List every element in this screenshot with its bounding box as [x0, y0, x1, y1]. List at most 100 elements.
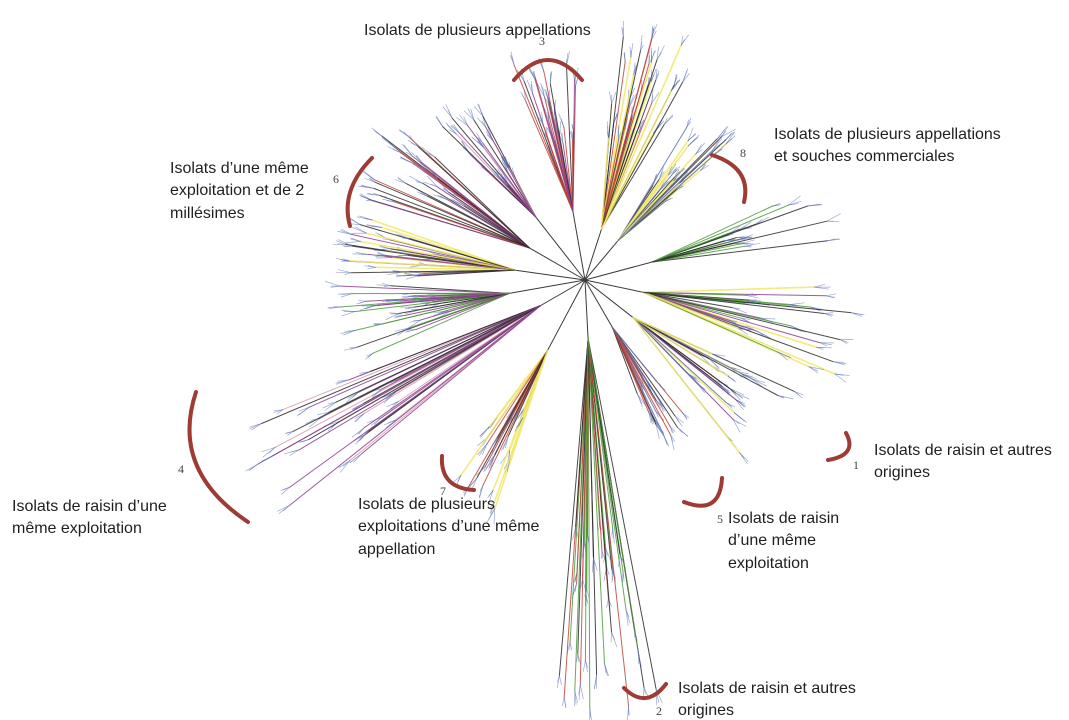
tree-branch — [513, 64, 574, 212]
tree-branch — [569, 641, 573, 651]
tree-branch — [492, 168, 501, 180]
tree-branch — [463, 116, 469, 127]
tree-branch — [609, 91, 612, 105]
tree-branch — [670, 434, 676, 442]
tree-branch — [601, 550, 606, 562]
tree-branch — [732, 419, 741, 433]
tree-branch — [617, 174, 673, 241]
tree-branch — [619, 554, 623, 562]
tree-branch — [413, 319, 421, 321]
tree-branch — [364, 178, 376, 183]
tree-branch — [456, 201, 465, 207]
tree-branch — [673, 76, 678, 86]
tree-branch — [408, 292, 510, 329]
tree-branch — [632, 317, 737, 394]
tree-branch — [576, 338, 589, 584]
tree-branch — [344, 241, 361, 244]
tree-branch — [737, 237, 745, 240]
tree-branch — [470, 108, 475, 121]
tree-branch — [357, 185, 375, 189]
tree-branch — [358, 300, 367, 302]
tree-branch — [289, 305, 542, 488]
tree-branch — [283, 449, 300, 455]
cluster-bracket — [622, 682, 668, 700]
tree-branch — [280, 486, 291, 491]
tree-branch — [728, 323, 740, 327]
tree-branch — [548, 104, 574, 212]
tree-branch — [724, 239, 736, 242]
tree-branch — [509, 55, 515, 66]
cluster-7-label: Isolats de plusieurs exploitations d’une… — [358, 496, 540, 558]
cluster-2-label: Isolats de raisin et autres origines — [678, 680, 856, 720]
tree-branch — [629, 94, 634, 107]
tree-branch — [434, 156, 530, 249]
tree-branch — [497, 350, 548, 439]
cluster-8-number: 8 — [740, 146, 746, 160]
tree-branch — [343, 346, 358, 351]
tree-branch — [682, 70, 688, 83]
tree-branch — [584, 228, 603, 281]
tree-branch — [731, 230, 739, 233]
tree-branch — [371, 200, 530, 249]
tree-branch — [456, 117, 469, 127]
tree-branch — [674, 415, 683, 427]
tree-branch — [643, 291, 820, 344]
tree-branch — [823, 312, 834, 314]
tree-branch — [814, 283, 826, 288]
tree-branch — [408, 237, 516, 271]
tree-branch — [353, 403, 364, 410]
tree-branch — [477, 117, 486, 128]
tree-branch — [673, 172, 681, 182]
tree-branch — [365, 352, 374, 360]
tree-branch — [658, 171, 665, 180]
tree-branch — [709, 358, 719, 368]
tree-branch — [262, 447, 276, 458]
tree-branch — [446, 124, 457, 135]
tree-branch — [542, 123, 574, 212]
tree-branch — [541, 129, 548, 139]
tree-branch — [405, 151, 414, 157]
tree-branch — [655, 380, 662, 386]
cluster-brackets — [187, 58, 852, 700]
tree-branch — [374, 181, 530, 249]
tree-branch — [655, 424, 664, 434]
tree-branch — [725, 402, 733, 409]
tree-branch — [617, 180, 675, 242]
tree-branch — [725, 402, 736, 408]
tree-branch — [457, 475, 462, 482]
tree-branch — [632, 317, 727, 403]
tree-branch — [687, 136, 699, 147]
tree-branch — [479, 426, 490, 437]
tree-branch — [481, 120, 486, 128]
tree-branch — [376, 284, 391, 287]
tree-branch — [611, 326, 642, 387]
tree-branch — [341, 228, 352, 235]
tree-branch — [722, 386, 730, 394]
tree-branch — [417, 146, 530, 249]
tree-branch — [725, 131, 735, 145]
tree-branch — [549, 83, 574, 212]
tree-branch — [572, 526, 577, 541]
tree-branch — [670, 434, 675, 451]
tree-branch — [700, 165, 710, 171]
tree-branch — [488, 508, 496, 520]
tree-branch — [410, 142, 419, 147]
tree-branch — [478, 137, 484, 144]
tree-branch — [711, 138, 723, 152]
tree-branch — [382, 292, 510, 325]
tree-branch — [643, 291, 852, 314]
tree-branch — [351, 427, 365, 438]
tree-branch — [807, 204, 822, 207]
tree-branch — [563, 126, 574, 212]
tree-branch — [825, 293, 837, 297]
tree-branch — [584, 239, 619, 281]
tree-branch — [772, 204, 780, 207]
tree-branch — [292, 305, 542, 432]
tree-branch — [371, 127, 383, 137]
tree-branch — [399, 156, 414, 164]
tree-branch — [361, 305, 542, 454]
tree-branch — [808, 366, 819, 374]
tree-branch — [606, 598, 609, 608]
tree-branch — [561, 696, 565, 707]
tree-branch — [469, 477, 478, 488]
